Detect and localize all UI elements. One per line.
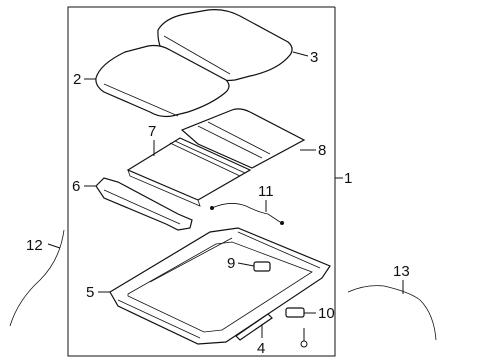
part-13-hose bbox=[347, 285, 437, 341]
part-6-deflector bbox=[95, 177, 193, 231]
callout-9: 9 bbox=[227, 255, 235, 272]
callout-7: 7 bbox=[148, 123, 156, 140]
part-7-shade bbox=[126, 137, 252, 207]
callout-12: 12 bbox=[26, 237, 43, 254]
callout-13: 13 bbox=[393, 263, 410, 280]
leader-lines bbox=[47, 51, 404, 338]
part-8-sunshade bbox=[180, 108, 306, 169]
callout-3: 3 bbox=[310, 49, 318, 66]
callout-4: 4 bbox=[257, 340, 265, 357]
callout-1: 1 bbox=[344, 170, 352, 187]
part-9-bracket bbox=[253, 261, 271, 272]
callout-5: 5 bbox=[86, 284, 94, 301]
part-4-rail bbox=[235, 313, 273, 341]
part-12-hose bbox=[9, 229, 65, 327]
part-11-hose bbox=[210, 203, 284, 225]
screw bbox=[300, 328, 308, 348]
assembly-bracket bbox=[67, 6, 336, 357]
callout-10: 10 bbox=[318, 305, 335, 322]
part-10-clip bbox=[285, 307, 305, 318]
callout-6: 6 bbox=[72, 178, 80, 195]
callout-8: 8 bbox=[318, 142, 326, 159]
callout-11: 11 bbox=[258, 183, 274, 200]
callout-2: 2 bbox=[73, 71, 81, 88]
part-2-glass-panel bbox=[95, 44, 230, 118]
part-5-frame bbox=[109, 227, 331, 345]
